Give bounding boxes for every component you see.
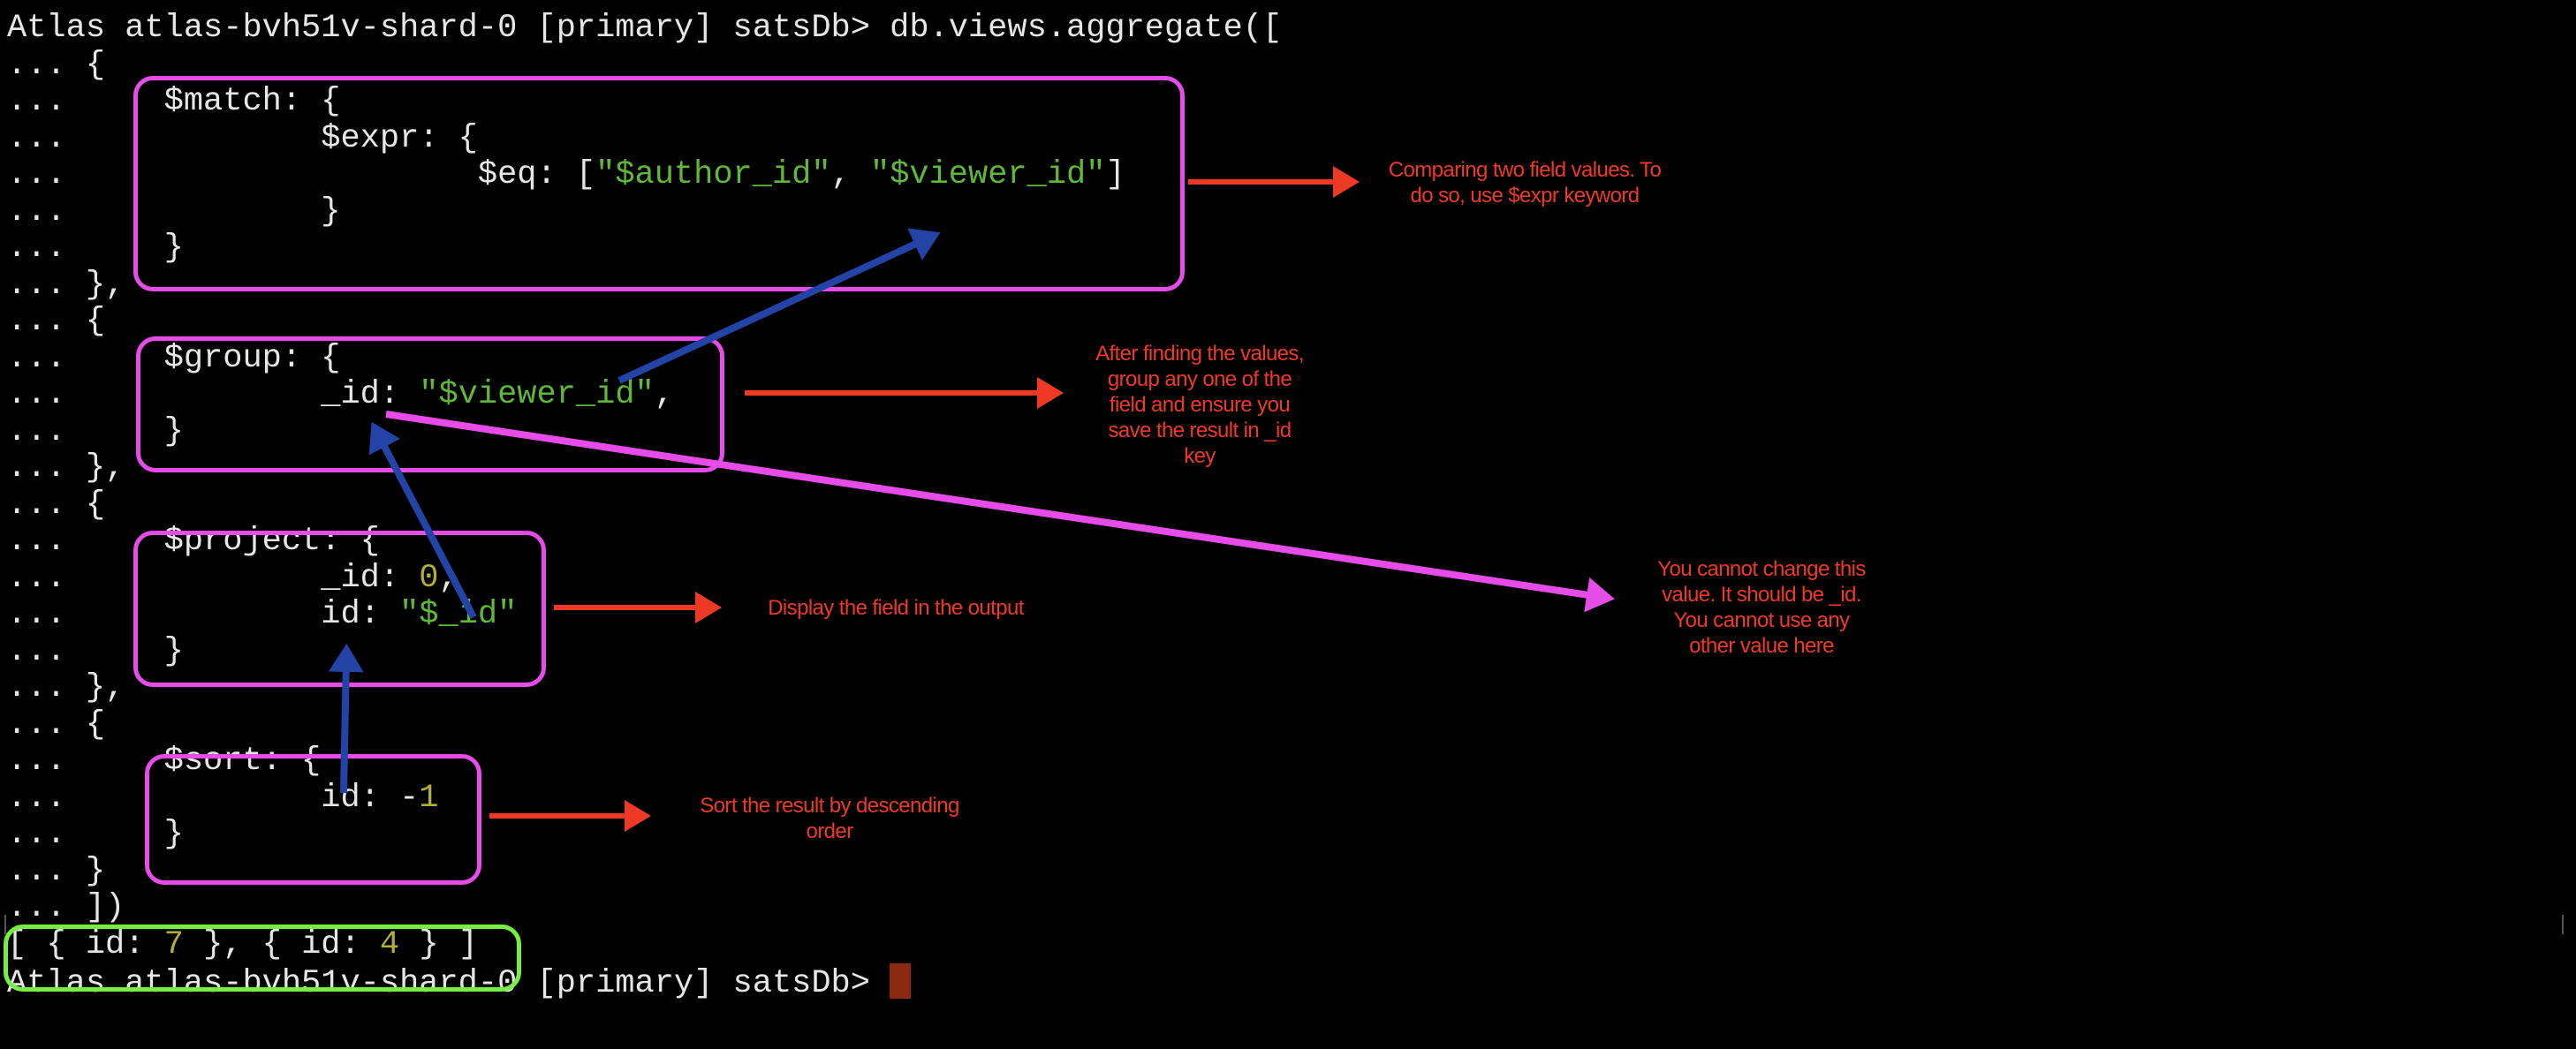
code-text: ] — [1105, 156, 1125, 193]
terminal-line: [ { id: 7 }, { id: 4 } ] — [7, 925, 1282, 964]
terminal-line: ... { — [7, 706, 1282, 744]
number-literal: 7 — [163, 925, 184, 963]
text-cursor — [890, 963, 912, 999]
terminal-line: ... } — [7, 412, 1282, 451]
group-note: After finding the values, group any one … — [1095, 342, 1304, 468]
code-text: ... $match: { — [7, 83, 341, 120]
match-stage-highlight — [133, 76, 1185, 291]
terminal-line: ... { — [7, 487, 1282, 524]
terminal-line: ... $eq: ["$author_id", "$viewer_id"] — [7, 156, 1282, 194]
terminal-line: ... $expr: { — [7, 119, 1282, 158]
code-text: ... { — [7, 706, 106, 743]
terminal-line: ... $sort: { — [7, 743, 1282, 781]
code-text: }, { id: — [183, 925, 380, 963]
terminal-output[interactable]: Atlas atlas-bvh51v-shard-0 [primary] sat… — [7, 10, 1283, 1002]
terminal-line: ... } — [7, 192, 1282, 231]
project-stage-highlight — [133, 531, 546, 687]
left-selection-mark — [4, 915, 6, 934]
terminal-line: ... ]) — [7, 889, 1282, 927]
code-text: , — [438, 559, 458, 597]
terminal-line: ... $project: { — [7, 523, 1282, 561]
project-note: Display the field in the output — [768, 596, 1024, 620]
string-literal: "$viewer_id" — [419, 376, 655, 413]
terminal-line: ... { — [7, 303, 1282, 341]
code-text: ... }, — [7, 669, 125, 706]
terminal-line: ... { — [7, 46, 1282, 85]
terminal-line: ... _id: "$viewer_id", — [7, 376, 1282, 414]
code-text: ... }, — [7, 266, 125, 304]
sort-id-blue-arrow — [328, 644, 364, 794]
group-stage-highlight — [136, 336, 724, 472]
code-text: ... } — [7, 412, 184, 450]
number-literal: 1 — [419, 779, 439, 817]
terminal-line: ... }, — [7, 669, 1282, 707]
right-selection-mark — [2562, 915, 2564, 934]
number-literal: 4 — [379, 925, 400, 963]
terminal-line: ... }, — [7, 266, 1282, 305]
code-text: ... ]) — [7, 889, 125, 926]
string-literal: "$viewer_id" — [869, 156, 1106, 193]
code-text: ... { — [7, 486, 106, 524]
number-literal: 0 — [419, 559, 439, 597]
code-text: ... { — [7, 303, 106, 340]
terminal-line: ... }, — [7, 449, 1282, 487]
code-text: } ] — [399, 925, 478, 963]
code-text: , — [654, 376, 674, 413]
terminal-line: ... $match: { — [7, 83, 1282, 121]
code-text: ... _id: — [7, 376, 420, 413]
string-literal: "$author_id" — [595, 156, 831, 193]
id-key-pink-arrow — [385, 411, 1615, 613]
shell-prompt: Atlas atlas-bvh51v-shard-0 [primary] sat… — [7, 963, 1282, 1002]
terminal-line: ... _id: 0, — [7, 559, 1282, 598]
match-note: Comparing two field values. To do so, us… — [1388, 158, 1662, 208]
code-text: ... $group: { — [7, 339, 341, 377]
code-text: ... } — [7, 632, 184, 670]
code-text: ... $eq: [ — [7, 156, 596, 193]
code-text: , — [830, 156, 870, 193]
sort-stage-highlight — [145, 754, 481, 885]
code-text: Atlas atlas-bvh51v-shard-0 [primary] sat… — [7, 10, 1283, 47]
command-line: Atlas atlas-bvh51v-shard-0 [primary] sat… — [7, 10, 1283, 48]
id-ref-blue-arrow — [368, 421, 477, 619]
code-text: ... $sort: { — [7, 743, 322, 780]
code-text: ... $project: { — [7, 523, 380, 560]
sort-note: Sort the result by descending order — [700, 794, 959, 843]
code-text: ... } — [7, 852, 106, 890]
code-text: ... }, — [7, 449, 125, 487]
code-text: ... id: — [7, 596, 400, 633]
code-text: ... { — [7, 46, 106, 84]
string-literal: "$_id" — [399, 596, 518, 633]
code-text: ... id: - — [7, 779, 420, 817]
code-text: ... } — [7, 816, 184, 853]
code-text: Atlas atlas-bvh51v-shard-0 [primary] sat… — [7, 965, 890, 1002]
terminal-line: ... } — [7, 816, 1282, 854]
code-text: ... _id: — [7, 559, 420, 597]
viewer-id-blue-arrow — [617, 228, 941, 384]
code-text: ... } — [7, 230, 184, 267]
terminal-line: ... id: -1 — [7, 779, 1282, 818]
result-highlight — [4, 924, 521, 992]
terminal-line: ... $group: { — [7, 339, 1282, 378]
code-text: ... } — [7, 192, 341, 230]
terminal-line: ... id: "$_id" — [7, 596, 1282, 634]
terminal-line: ... } — [7, 632, 1282, 671]
code-text: ... $expr: { — [7, 119, 478, 157]
id-note: You cannot change this value. It should … — [1657, 557, 1866, 658]
terminal-line: ... } — [7, 230, 1282, 268]
terminal-line: ... } — [7, 852, 1282, 891]
